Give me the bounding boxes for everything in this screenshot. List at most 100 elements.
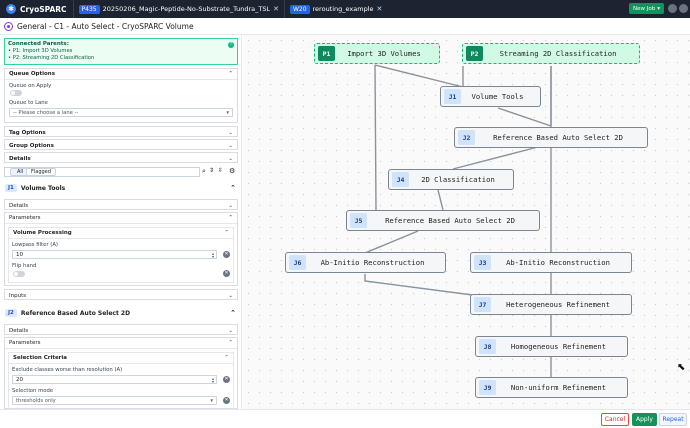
chevron-down-icon: ⌄	[228, 155, 233, 162]
edge-j6-j7	[364, 274, 489, 298]
collapse-all-icon[interactable]: ⇳	[218, 167, 224, 174]
parent-item: • P1: Import 3D Volumes	[8, 48, 73, 54]
edge-p1-j5	[374, 64, 377, 211]
j1-parameters-card: Parameters⌃ Volume Processing⌃ Lowpass f…	[4, 212, 238, 286]
chevron-down-icon: ⌄	[228, 202, 233, 209]
edge-j1-j2	[497, 107, 552, 127]
workspace-tab[interactable]: W20 rerouting_example ✕	[285, 0, 387, 18]
queue-to-lane-label: Queue to Lane	[9, 100, 48, 106]
clear-icon[interactable]: ✕	[223, 251, 230, 258]
new-job-label: New Job	[633, 5, 656, 12]
queue-options-card: Queue Options⌃ Queue on Apply Queue to L…	[4, 68, 238, 123]
repeat-button[interactable]: Repeat	[659, 413, 687, 426]
notifications-icon[interactable]	[668, 4, 677, 13]
apply-button[interactable]: Apply	[632, 413, 657, 426]
help-icon[interactable]: ?	[228, 42, 234, 48]
edge-j2-j4	[452, 146, 539, 170]
job-section-header-j1[interactable]: J1 Volume Tools ⌃	[0, 181, 241, 195]
details-card[interactable]: Details⌄	[4, 152, 238, 163]
chevron-down-icon: ⌄	[228, 129, 233, 136]
selection-mode-select[interactable]: thresholds only▾	[12, 396, 217, 405]
tag-options-card[interactable]: Tag Options⌄	[4, 126, 238, 137]
parameters-header[interactable]: Parameters⌃	[5, 213, 237, 224]
app-logo[interactable]: ✱ CryoSPARC	[0, 4, 73, 14]
filter-flagged-button[interactable]: Flagged	[26, 168, 56, 176]
clear-icon[interactable]: ✕	[223, 376, 230, 383]
edge-j4-j5	[437, 189, 444, 211]
new-job-button[interactable]: New Job ▾	[629, 3, 664, 14]
job-title: Reference Based Auto Select 2D	[20, 309, 131, 317]
parameter-search-input[interactable]	[4, 167, 200, 177]
top-bar: ✱ CryoSPARC P435 20250206_Magic-Peptide-…	[0, 0, 690, 18]
queue-options-header[interactable]: Queue Options⌃	[5, 69, 237, 80]
clear-icon[interactable]: ✕	[223, 397, 230, 404]
j1-details-card[interactable]: Details⌄	[4, 199, 238, 210]
job-section-header-j2[interactable]: J2 Reference Based Auto Select 2D ⌃	[0, 306, 241, 320]
project-badge: P435	[78, 4, 100, 14]
connected-parents-box: Connected Parents: • P1: Import 3D Volum…	[4, 38, 238, 65]
chevron-up-icon: ⌃	[230, 184, 236, 192]
chevron-down-icon: ▾	[657, 5, 660, 12]
connected-parents-heading: Connected Parents:	[8, 41, 69, 47]
close-icon[interactable]: ✕	[376, 5, 383, 13]
chevron-up-icon: ⌃	[224, 230, 229, 236]
divider	[283, 0, 285, 18]
divider	[72, 0, 74, 18]
workspace-badge: W20	[289, 4, 310, 14]
queue-on-apply-toggle[interactable]	[10, 90, 22, 96]
cryosparc-logo-icon: ✱	[6, 4, 16, 14]
project-tab-label: 20250206_Magic-Peptide-No-Substrate_Tund…	[102, 5, 271, 13]
chevron-up-icon: ⌃	[228, 215, 233, 221]
queue-on-apply-label: Queue on Apply	[9, 83, 52, 89]
job-type-icon	[4, 21, 13, 31]
exclude-classes-input[interactable]: 20▴▾	[12, 375, 217, 384]
app-name: CryoSPARC	[20, 4, 67, 14]
group-options-card[interactable]: Group Options⌄	[4, 139, 238, 150]
edge-p1-j1	[374, 64, 464, 88]
j1-inputs-card[interactable]: Inputs⌄	[4, 289, 238, 300]
user-avatar-icon[interactable]	[679, 4, 688, 13]
group-header[interactable]: Volume Processing⌃	[9, 228, 233, 239]
edge-j5-j6	[364, 230, 419, 254]
selection-criteria-group: Selection Criteria⌃ Exclude classes wors…	[8, 352, 234, 409]
group-header[interactable]: Selection Criteria⌃	[9, 353, 233, 364]
job-title: Volume Tools	[20, 184, 66, 192]
filter-toggle: All Flagged	[4, 167, 200, 177]
project-tab[interactable]: P435 20250206_Magic-Peptide-No-Substrate…	[74, 0, 284, 18]
workspace-tab-label: rerouting_example	[312, 5, 374, 13]
parameters-header[interactable]: Parameters⌃	[5, 338, 237, 349]
job-badge: J1	[5, 184, 17, 192]
settings-icon[interactable]: ⚙	[229, 167, 236, 175]
j2-details-card[interactable]: Details⌄	[4, 324, 238, 335]
builder-footer: Cancel Apply Repeat	[0, 409, 690, 428]
lowpass-input[interactable]: 10▴▾	[12, 250, 217, 259]
job-badge: J2	[5, 309, 17, 317]
clear-icon[interactable]: ✕	[223, 270, 230, 277]
search-icon[interactable]: ⌕	[202, 167, 206, 175]
exclude-classes-label: Exclude classes worse than resolution (A…	[12, 367, 123, 373]
graph-edges	[364, 64, 552, 378]
chevron-down-icon: ⌄	[228, 142, 233, 149]
chevron-up-icon: ⌃	[230, 309, 236, 317]
cancel-button[interactable]: Cancel	[601, 413, 629, 426]
page-title: General - C1 - Auto Select - CryoSPARC V…	[17, 21, 194, 31]
expand-all-icon[interactable]: ⇕	[209, 167, 215, 174]
volume-processing-group: Volume Processing⌃ Lowpass filter (A) 10…	[8, 227, 234, 283]
flip-hand-toggle[interactable]	[13, 271, 25, 277]
lane-select[interactable]: -- Please choose a lane --▾	[9, 108, 233, 117]
chevron-up-icon: ⌃	[224, 355, 229, 361]
chevron-up-icon: ⌃	[228, 71, 233, 77]
close-icon[interactable]: ✕	[273, 5, 279, 13]
